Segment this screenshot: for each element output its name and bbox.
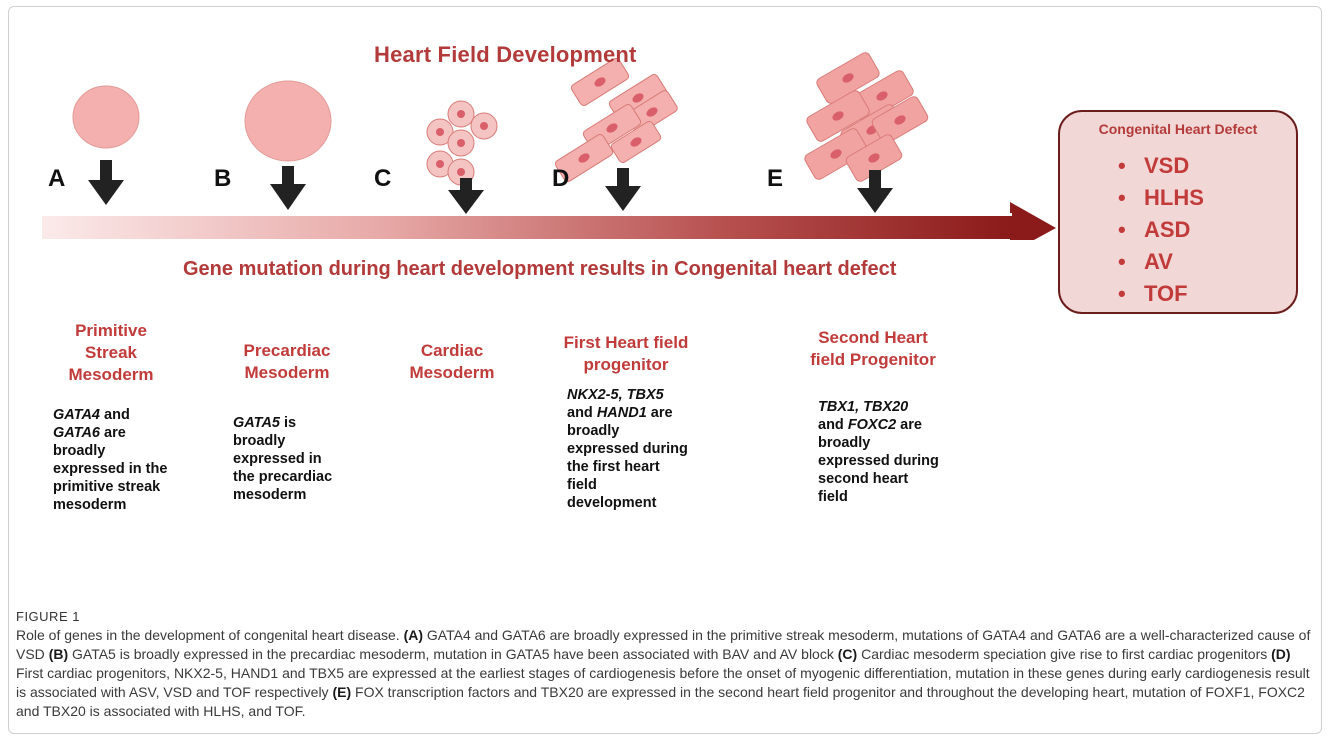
stage-desc-line: primitive streak	[53, 479, 161, 495]
stage-desc-line: second heart	[818, 471, 909, 487]
caption-stage-marker: (C)	[837, 646, 858, 662]
stage-letter-b: B	[214, 165, 232, 192]
stage-desc-line: the first heart	[567, 459, 660, 475]
caption-text: FOX transcription factors and TBX20 are …	[16, 684, 1305, 719]
stage-title-line: Streak	[85, 343, 137, 362]
mutation-banner: Gene mutation during heart development r…	[183, 258, 897, 280]
cell-cluster-icon	[426, 100, 498, 186]
caption-stage-marker: (B)	[48, 646, 69, 662]
stage-title-line: Second Heart	[818, 328, 928, 347]
single-cell-icon	[72, 85, 140, 149]
stage-title-line: Mesoderm	[244, 363, 330, 382]
caption-text: Role of genes in the development of cong…	[16, 627, 404, 643]
stage-desc-line: field	[567, 477, 597, 493]
down-arrow-icon	[857, 170, 893, 213]
stage-title-second-heart-field: Second Heart field Progenitor	[798, 327, 948, 371]
stage-title-line: Mesoderm	[409, 363, 495, 382]
figure-title: Heart Field Development	[374, 42, 637, 67]
timeline-arrow	[42, 202, 1056, 240]
stage-letter-d: D	[552, 165, 570, 192]
stage-desc-line: NKX2-5, TBX5	[567, 387, 664, 403]
defect-item: •ASD	[1118, 217, 1191, 242]
stage-desc-precardiac: GATA5 is broadly expressed in the precardia…	[233, 414, 373, 504]
down-arrow-icon	[448, 178, 484, 214]
stage-title-line: Cardiac	[420, 341, 484, 360]
stage-desc-first-heart-field: NKX2-5, TBX5 and HAND1 are broadly expresse…	[567, 386, 717, 512]
stage-desc-line: broadly	[818, 435, 871, 451]
caption-text: GATA4 and GATA6 are broadly expressed in…	[16, 627, 1311, 662]
congenital-defect-box	[1058, 110, 1298, 314]
stage-desc-line: development	[567, 495, 657, 511]
down-arrow-icon	[605, 168, 641, 211]
defect-item: •HLHS	[1118, 185, 1204, 210]
caption-text: Cardiac mesoderm speciation give rise to…	[857, 646, 1272, 662]
heart-development-figure: Heart Field Development A B C D E Gene m…	[42, 42, 1298, 514]
stage-desc-line: TBX1, TBX20	[818, 399, 909, 415]
stage-desc-line: broadly	[53, 443, 106, 459]
stage-desc-line: expressed during	[567, 441, 688, 457]
stage-desc-line: GATA6 are	[53, 425, 126, 441]
stage-desc-line: expressed in the	[53, 461, 168, 477]
stage-desc-line: broadly	[233, 433, 286, 449]
defect-list: •VSD •HLHS •ASD •AV •TOF	[1118, 150, 1204, 310]
caption-text: First cardiac progenitors, NKX2-5, HAND1…	[16, 665, 1310, 700]
down-arrow-icon	[88, 160, 124, 205]
down-arrow-icon	[270, 166, 306, 210]
caption-stage-marker: (A)	[403, 627, 424, 643]
stage-title-line: First Heart field	[563, 333, 689, 352]
stage-title-line: Primitive	[75, 321, 147, 340]
stage-title-line: Precardiac	[243, 341, 331, 360]
stage-desc-line: GATA4 and	[53, 407, 130, 423]
figure-frame	[8, 6, 1322, 734]
caption-text: GATA5 is broadly expressed in the precar…	[68, 646, 838, 662]
defect-item: •TOF	[1118, 281, 1188, 306]
defect-item: •AV	[1118, 249, 1173, 274]
stage-title-line: Mesoderm	[68, 365, 154, 384]
stage-desc-second-heart-field: TBX1, TBX20 and FOXC2 are broadly expressed…	[818, 398, 968, 506]
stage-letter-a: A	[48, 165, 66, 192]
stage-desc-line: the precardiac	[233, 469, 333, 485]
caption-stage-marker: (D)	[1271, 646, 1291, 662]
figure-label: FIGURE 1	[16, 609, 80, 624]
stage-desc-line: and FOXC2 are	[818, 417, 922, 433]
stage-letter-e: E	[767, 165, 784, 192]
heart-tissue-cells-icon	[804, 52, 929, 182]
defect-box-title: Congenital Heart Defect	[1098, 121, 1258, 137]
stage-title-line: progenitor	[583, 355, 669, 374]
stage-desc-line: broadly	[567, 423, 620, 439]
defect-item: •VSD	[1118, 153, 1190, 178]
stage-desc-line: expressed during	[818, 453, 939, 469]
cardiomyocyte-cells-icon	[554, 57, 678, 183]
stage-desc-line: GATA5 is	[233, 415, 297, 431]
figure-caption: Role of genes in the development of cong…	[16, 626, 1312, 721]
stage-title-first-heart-field: First Heart field progenitor	[541, 332, 711, 376]
caption-stage-marker: (E)	[332, 684, 352, 700]
stage-desc-line: and HAND1 are	[567, 405, 673, 421]
stage-letter-c: C	[374, 165, 392, 192]
stage-desc-line: field	[818, 489, 848, 505]
timeline-graphic	[42, 52, 1056, 240]
stage-desc-line: mesoderm	[53, 497, 127, 513]
stage-desc-line: expressed in	[233, 451, 322, 467]
stage-desc-line: mesoderm	[233, 487, 307, 503]
stage-title-line: field Progenitor	[810, 350, 936, 369]
single-cell-icon	[244, 80, 332, 162]
